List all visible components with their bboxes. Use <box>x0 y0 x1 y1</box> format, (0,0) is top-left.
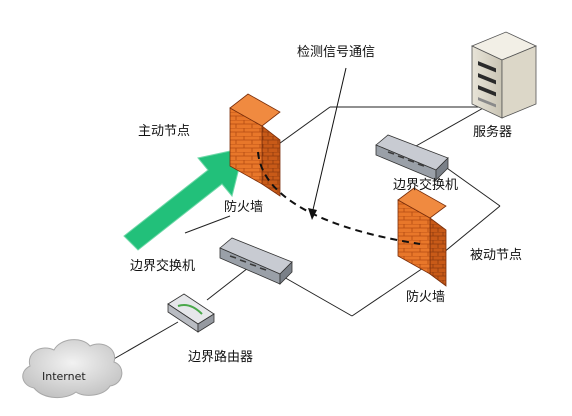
firewall-bottom-label: 防火墙 <box>406 290 446 305</box>
cloud-icon <box>22 339 123 398</box>
link-fw-top-to-switch-right <box>275 106 331 147</box>
edge-router-label: 边界路由器 <box>188 350 254 365</box>
switch-icon-right <box>375 134 449 181</box>
firewall-icon-bottom <box>397 187 447 287</box>
link-server-to-switch-right <box>415 106 486 147</box>
switch-icon-left <box>219 237 293 285</box>
link-switch-left-to-fw-top <box>184 215 231 234</box>
passive-node-label: 被动节点 <box>470 248 523 263</box>
signal-label: 检测信号通信 <box>297 45 376 60</box>
link-router-to-switch-left <box>206 267 249 301</box>
heartbeat-dashed-line <box>257 151 421 245</box>
edge-switch-right-label: 边界交换机 <box>393 178 459 193</box>
link-internet-to-router <box>111 321 179 361</box>
active-node-label: 主动节点 <box>138 124 191 139</box>
firewall-icon-top <box>229 93 281 197</box>
green-arrow-icon <box>123 147 245 251</box>
signal-pointer <box>308 67 347 220</box>
internet-label: Internet <box>42 370 86 383</box>
edge-switch-left-label: 边界交换机 <box>130 259 196 274</box>
server-label: 服务器 <box>473 125 513 140</box>
firewall-top-label: 防火墙 <box>224 200 264 215</box>
link-fw-bottom-to-bottom <box>351 261 433 317</box>
router-icon <box>167 293 215 333</box>
server-icon <box>471 31 537 119</box>
link-bottom-to-switch-left <box>281 275 353 317</box>
